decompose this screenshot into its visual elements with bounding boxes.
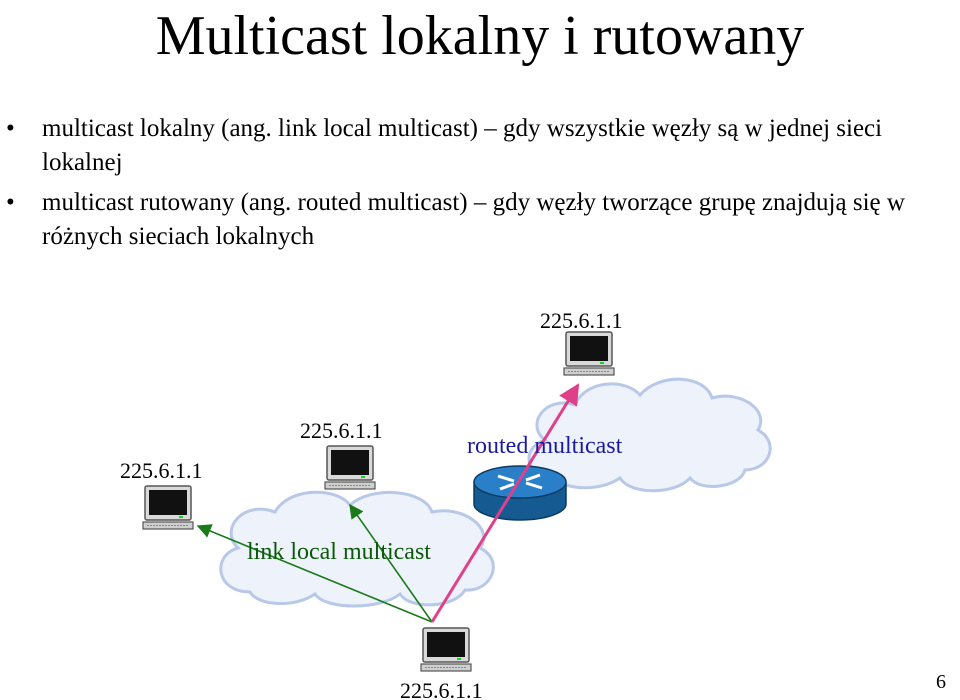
host-label-top: 225.6.1.1 [540,308,623,333]
routed-cloud-label: routed multicast [467,433,623,459]
router-icon [473,465,567,521]
computer-icon [324,445,376,490]
slide-title: Multicast lokalny i rutowany [155,5,805,67]
host-label-left: 225.6.1.1 [120,458,203,483]
computer-icon [142,485,194,530]
host-label-bottom: 225.6.1.1 [400,678,483,700]
computer-icon [563,331,615,376]
bullet-item-routed: • multicast rutowany (ang. routed multic… [0,186,960,254]
bullet-item-local: • multicast lokalny (ang. link local mul… [0,112,960,180]
host-top [563,331,615,376]
cloud-icon [219,490,495,608]
bullet-list: • multicast lokalny (ang. link local mul… [0,112,960,260]
local-arrow-left [196,524,433,623]
routed-cloud [527,377,772,493]
router [473,465,567,521]
host-left [142,485,194,530]
local-cloud-label: link local multicast [247,539,431,565]
host-middle [324,445,376,490]
bullet-text: multicast rutowany (ang. routed multicas… [42,189,905,250]
host-bottom [420,627,472,672]
local-cloud [219,490,495,608]
cloud-icon [527,377,772,493]
bullet-marker: • [6,115,15,142]
computer-icon [420,627,472,672]
bullet-marker: • [6,189,15,216]
routed-arrow [430,383,580,623]
local-arrow-middle [349,503,433,623]
page-number: 6 [936,671,946,693]
host-label-middle: 225.6.1.1 [300,418,383,443]
bullet-text: multicast lokalny (ang. link local multi… [42,115,883,176]
